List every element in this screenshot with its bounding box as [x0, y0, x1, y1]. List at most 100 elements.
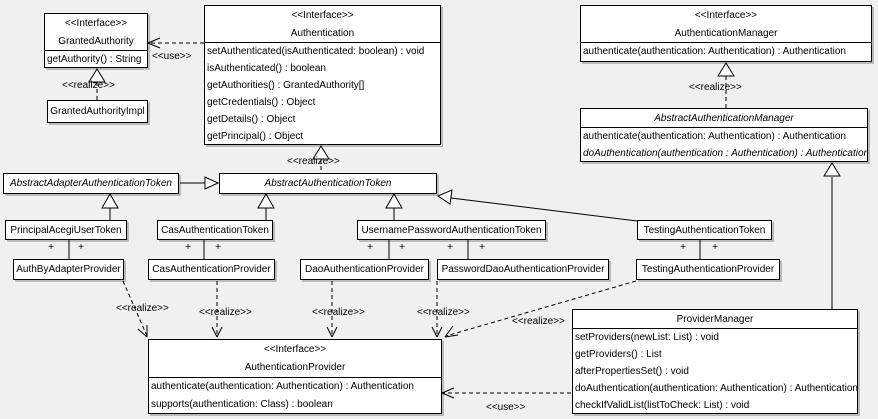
gen-triangle-abstracttoken-cas	[257, 192, 275, 209]
association-plus: +	[479, 242, 485, 253]
methods: setAuthenticated(isAuthenticated: boolea…	[205, 43, 440, 145]
stereotype: <<Interface>>	[291, 10, 354, 21]
class-header: <<Interface>> GrantedAuthority	[45, 14, 147, 51]
class-name: Authentication	[290, 28, 355, 39]
method: checkIfValidList(listToCheck: List) : vo…	[575, 400, 750, 411]
class-cas-authentication-provider: CasAuthenticationProvider	[148, 259, 275, 280]
class-authentication: <<Interface>> Authentication setAuthenti…	[204, 5, 441, 145]
method: authenticate(authentication: Authenticat…	[583, 46, 846, 57]
method: authenticate(authentication: Authenticat…	[151, 381, 414, 392]
method: isAuthenticated() : boolean	[207, 63, 326, 74]
method: setProviders(newList: List) : void	[575, 332, 719, 343]
class-name: AbstractAuthenticationToken	[264, 178, 392, 189]
association-plus: +	[712, 242, 718, 253]
stereotype: <<Interface>>	[64, 18, 128, 29]
gen-triangle-abstractauthmanager	[823, 162, 841, 177]
methods: authenticate(authentication: Authenticat…	[581, 43, 871, 60]
class-name: TestingAuthenticationToken	[643, 224, 766, 236]
class-testing-authentication-provider: TestingAuthenticationProvider	[636, 259, 780, 280]
method: getDetails() : Object	[207, 114, 296, 125]
class-auth-by-adapter-provider: AuthByAdapterProvider	[13, 259, 124, 280]
class-name: PrincipalAcegiUserToken	[10, 224, 122, 236]
realize-label: <<realize>>	[62, 80, 115, 91]
gen-triangle-abstracttoken-right	[436, 189, 453, 205]
stereotype: <<Interface>>	[694, 10, 758, 21]
realize-label: <<realize>>	[512, 316, 565, 327]
realize-label: <<realize>>	[116, 303, 169, 314]
class-authentication-manager: <<Interface>> AuthenticationManager auth…	[580, 5, 872, 62]
class-header: ProviderManager	[573, 310, 857, 329]
method: getAuthority() : String	[47, 54, 142, 65]
class-name: PasswordDaoAuthenticationProvider	[441, 264, 605, 275]
class-header: AbstractAuthenticationManager	[581, 109, 867, 128]
method: supports(authentication: Class) : boolea…	[151, 399, 333, 410]
class-name: AbstractAuthenticationManager	[654, 113, 794, 124]
association-plus: +	[367, 242, 373, 253]
methods: setProviders(newList: List) : void getPr…	[573, 329, 857, 414]
association-plus: +	[215, 242, 221, 253]
association-plus: +	[185, 242, 191, 253]
class-name: AuthenticationProvider	[244, 362, 346, 373]
method: afterPropertiesSet() : void	[575, 366, 689, 377]
class-granted-authority-impl: GrantedAuthorityImpl	[47, 100, 148, 123]
realize-label: <<realize>>	[312, 307, 365, 318]
class-authentication-provider: <<Interface>> AuthenticationProvider aut…	[148, 339, 442, 414]
method: getCredentials() : Object	[207, 97, 316, 108]
realize-head-casprovider	[211, 326, 223, 338]
class-name: AuthByAdapterProvider	[16, 264, 121, 275]
class-header: <<Interface>> AuthenticationProvider	[149, 340, 441, 378]
methods: authenticate(authentication: Authenticat…	[581, 128, 867, 162]
method: doAuthentication(authentication: Authent…	[575, 383, 857, 394]
method: getProviders() : List	[575, 349, 662, 360]
class-name: CasAuthenticationToken	[161, 224, 269, 236]
class-name: UsernamePasswordAuthenticationToken	[361, 224, 542, 236]
use-arrowhead	[147, 37, 161, 49]
stereotype: <<Interface>>	[263, 344, 327, 355]
class-name: ProviderManager	[676, 314, 754, 325]
class-cas-authentication-token: CasAuthenticationToken	[157, 220, 273, 240]
method: getAuthorities() : GrantedAuthority[]	[207, 80, 365, 91]
gen-triangle-abstracttoken-left	[204, 176, 220, 190]
class-dao-authentication-provider: DaoAuthenticationProvider	[300, 259, 429, 280]
gen-triangle-abstractadapter	[101, 192, 119, 209]
methods: authenticate(authentication: Authenticat…	[149, 378, 441, 414]
class-abstract-authentication-manager: AbstractAuthenticationManager authentica…	[580, 108, 868, 162]
association-plus: +	[48, 242, 54, 253]
class-granted-authority: <<Interface>> GrantedAuthority getAuthor…	[44, 13, 148, 68]
realize-head-daoprovider	[326, 326, 338, 338]
realize-label: <<realize>>	[199, 307, 252, 318]
class-name: GrantedAuthorityImpl	[50, 106, 145, 117]
use-arrowhead-providermanager	[441, 387, 455, 399]
class-password-dao-authentication-provider: PasswordDaoAuthenticationProvider	[437, 259, 609, 280]
class-provider-manager: ProviderManager setProviders(newList: Li…	[572, 309, 858, 414]
class-name: CasAuthenticationProvider	[152, 264, 271, 275]
class-header: <<Interface>> Authentication	[205, 6, 440, 43]
gen-line-testingtoken	[450, 197, 638, 222]
association-plus: +	[78, 242, 84, 253]
class-abstract-authentication-token: AbstractAuthenticationToken	[219, 173, 437, 194]
realize-label: <<realize>>	[417, 307, 470, 318]
use-label: <<use>>	[152, 51, 192, 62]
realize-head-authbyadapterprovider	[137, 325, 148, 338]
class-username-password-authentication-token: UsernamePasswordAuthenticationToken	[357, 220, 546, 240]
class-name: DaoAuthenticationProvider	[305, 264, 424, 275]
class-testing-authentication-token: TestingAuthenticationToken	[637, 220, 772, 240]
class-name: AbstractAdapterAuthenticationToken	[10, 178, 172, 189]
method: setAuthenticated(isAuthenticated: boolea…	[207, 46, 425, 57]
class-abstract-adapter-authentication-token: AbstractAdapterAuthenticationToken	[3, 173, 179, 194]
class-name: AuthenticationManager	[674, 28, 778, 39]
class-name: TestingAuthenticationProvider	[641, 264, 775, 275]
realize-head-testingprovider	[444, 325, 459, 338]
method: doAuthentication(authentication : Authen…	[583, 148, 867, 159]
class-name: GrantedAuthority	[58, 36, 134, 47]
realize-head-passworddaoprovider	[431, 326, 443, 338]
method: getPrincipal() : Object	[207, 131, 304, 142]
realize-triangle-authenticationmanager	[717, 62, 735, 77]
association-plus: +	[447, 242, 453, 253]
use-label: <<use>>	[486, 402, 526, 413]
class-header: <<Interface>> AuthenticationManager	[581, 6, 871, 43]
gen-triangle-abstracttoken-upw	[385, 192, 403, 209]
class-principal-acegi-user-token: PrincipalAcegiUserToken	[5, 220, 127, 240]
realize-label: <<realize>>	[287, 156, 340, 167]
